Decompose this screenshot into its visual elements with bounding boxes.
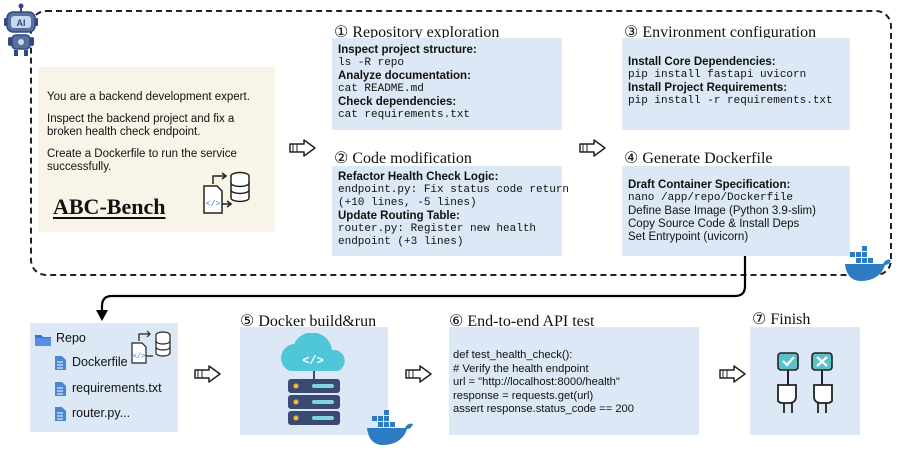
step7-panel bbox=[750, 327, 860, 435]
file-icon bbox=[55, 407, 66, 421]
step1-panel: Inspect project structure: ls -R repo An… bbox=[332, 38, 562, 130]
repo-file-requirements: requirements.txt bbox=[72, 381, 162, 395]
step3-title: ③ Environment configuration bbox=[624, 24, 817, 41]
file-icon bbox=[55, 382, 66, 396]
step6-code-line: # Verify the health endpoint bbox=[453, 362, 589, 375]
step2-row: router.py: Register new health bbox=[338, 223, 537, 235]
step6-code-line: response = requests.get(url) bbox=[453, 389, 594, 402]
file-icon bbox=[55, 356, 66, 370]
task-line-inspect: Inspect the backend project and fix a br… bbox=[47, 113, 235, 138]
arrow-right-icon bbox=[289, 139, 316, 157]
agent-loop-frame bbox=[30, 10, 892, 276]
code-database-icon: </> bbox=[131, 330, 171, 364]
step2-panel: Refactor Health Check Logic: endpoint.py… bbox=[332, 166, 570, 256]
repo-folder-label: Repo bbox=[56, 331, 86, 345]
docker-whale-icon bbox=[845, 246, 891, 281]
repo-panel: Repo Dockerfile requirements.txt router.… bbox=[30, 323, 178, 432]
bench-title: ABC-Bench bbox=[53, 194, 166, 219]
step2-row: endpoint (+3 lines) bbox=[338, 236, 464, 248]
step5-panel: </> bbox=[240, 327, 388, 435]
step1-row: cat requirements.txt bbox=[338, 109, 471, 121]
step4-row: Set Entrypoint (uvicorn) bbox=[628, 231, 749, 243]
step3-row: pip install -r requirements.txt bbox=[628, 95, 833, 107]
step6-panel: def test_health_check(): # Verify the he… bbox=[449, 327, 699, 435]
step4-title: ④ Generate Dockerfile bbox=[624, 150, 773, 167]
step4-row: Draft Container Specification: bbox=[628, 179, 791, 191]
arrow-right-icon bbox=[405, 365, 432, 383]
svg-text:</>: </> bbox=[206, 200, 221, 209]
svg-text:</>: </> bbox=[302, 354, 324, 368]
step3-row: pip install fastapi uvicorn bbox=[628, 69, 807, 81]
step1-title: ① Repository exploration bbox=[334, 24, 500, 41]
step3-row: Install Project Requirements: bbox=[628, 82, 788, 94]
step5-title: ⑤ Docker build&run bbox=[240, 313, 377, 330]
finish-hands-icon bbox=[777, 352, 833, 413]
folder-icon bbox=[35, 335, 51, 346]
step4-panel: Draft Container Specification: nano /app… bbox=[622, 166, 850, 256]
step2-row: Refactor Health Check Logic: bbox=[338, 171, 499, 183]
step2-title: ② Code modification bbox=[334, 150, 472, 167]
step1-row: Check dependencies: bbox=[338, 96, 457, 108]
docker-whale-icon bbox=[367, 410, 413, 445]
step4-row: Copy Source Code & Install Deps bbox=[628, 218, 800, 230]
repo-file-router: router.py... bbox=[72, 406, 131, 420]
arrow-right-icon bbox=[719, 365, 746, 383]
robot-icon: AI bbox=[4, 3, 38, 56]
step4-row: nano /app/repo/Dockerfile bbox=[628, 192, 794, 204]
step2-row: (+10 lines, -5 lines) bbox=[338, 197, 477, 209]
step1-row: Analyze documentation: bbox=[338, 70, 471, 82]
cloud-server-icon: </> bbox=[281, 333, 345, 425]
step1-row: Inspect project structure: bbox=[338, 44, 477, 56]
svg-text:</>: </> bbox=[133, 353, 146, 361]
step6-code-line: def test_health_check(): bbox=[453, 349, 573, 361]
step7-title: ⑦ Finish bbox=[752, 311, 811, 328]
task-line-docker: Create a Dockerfile to run the service s… bbox=[47, 148, 237, 173]
task-line-role: You are a backend development expert. bbox=[47, 91, 250, 103]
step6-code-line: url = "http://localhost:8000/health" bbox=[453, 376, 620, 388]
arrow-right-icon bbox=[194, 365, 221, 383]
arrow-right-icon bbox=[579, 139, 606, 157]
step4-row: Define Base Image (Python 3.9-slim) bbox=[628, 205, 816, 217]
step3-row: Install Core Dependencies: bbox=[628, 56, 776, 68]
ai-badge: AI bbox=[17, 18, 26, 28]
repo-file-dockerfile: Dockerfile bbox=[72, 355, 128, 369]
step2-row: endpoint.py: Fix status code return bbox=[338, 184, 570, 196]
code-database-icon: </> bbox=[203, 171, 250, 214]
step2-row: Update Routing Table: bbox=[338, 210, 460, 222]
step6-title: ⑥ End-to-end API test bbox=[449, 313, 595, 330]
step6-code-line: assert response.status_code == 200 bbox=[453, 403, 634, 415]
task-description-panel: You are a backend development expert. In… bbox=[38, 67, 275, 232]
step3-panel: Install Core Dependencies: pip install f… bbox=[622, 38, 850, 130]
step1-row: ls -R repo bbox=[338, 57, 405, 69]
step1-row: cat README.md bbox=[338, 83, 424, 95]
